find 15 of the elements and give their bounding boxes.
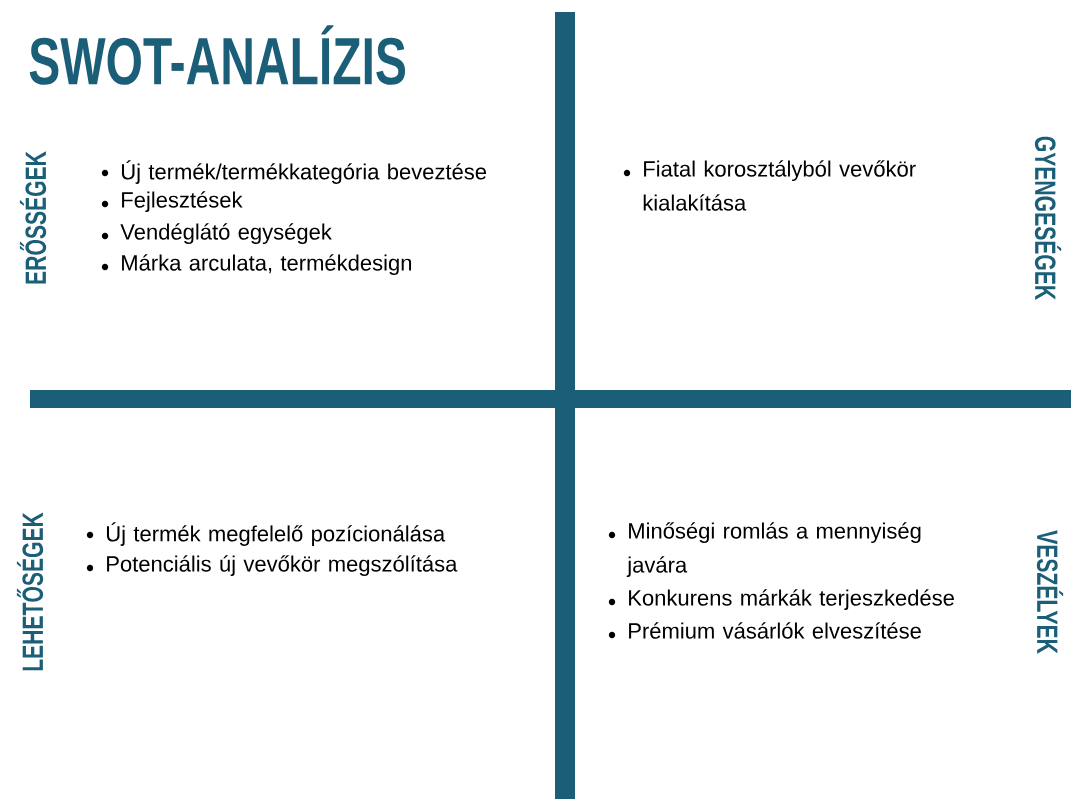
- bullet-item: Márka arculata, termékdesign: [101, 254, 412, 275]
- bullet-item: Új termék megfelelő pozícionálása: [86, 522, 446, 546]
- quadrant-heading: GYENGESÉGEK: [1034, 136, 1062, 300]
- bullet-item: Prémium vásárlók elveszítése: [608, 622, 921, 639]
- quadrant-heading: LEHETŐSÉGEK: [16, 512, 44, 671]
- bullet-item: Új termék/termékkategória beveztése: [101, 160, 487, 184]
- quadrant-heading: VESZÉLYEK: [1036, 530, 1064, 654]
- bullet-item: Konkurens márkák terjeszkedése: [608, 589, 954, 610]
- title: SWOT-ANALÍZIS: [29, 25, 406, 85]
- bullet-item: Fiatal korosztályból vevőkör kialakítása: [623, 160, 916, 211]
- bullet-item: Vendéglátó egységek: [101, 223, 332, 244]
- quadrant-heading: ERŐSSÉGEK: [19, 151, 47, 284]
- bullet-item: Potenciális új vevőkör megszólítása: [86, 555, 458, 576]
- bullet-item: Fejlesztések: [101, 191, 243, 212]
- bullet-item: Minőségi romlás a mennyiség javára: [608, 522, 921, 577]
